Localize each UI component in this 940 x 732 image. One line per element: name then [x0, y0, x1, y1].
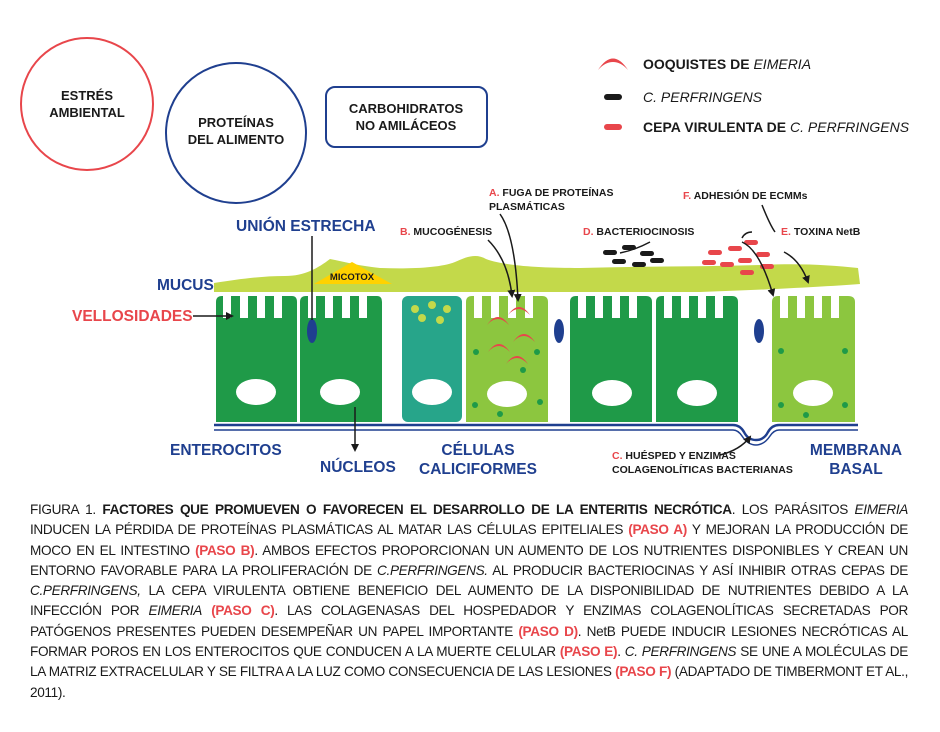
mycotox-triangle [314, 262, 392, 284]
carb-label-1: CARBOHIDRATOS [349, 101, 464, 116]
step-f-label: F. ADHESIÓN DE ECMMs [683, 189, 808, 202]
basal-membrane [214, 423, 858, 446]
step-c-label: C. HUÉSPED Y ENZIMAS [612, 449, 736, 462]
spot [520, 367, 526, 373]
spot [473, 349, 479, 355]
caption-step-c: (PASO C) [211, 603, 275, 619]
basal-label-2: BASAL [829, 461, 882, 478]
nucleus [793, 380, 833, 406]
oocyst-icon [513, 334, 535, 342]
oocyst-icon [488, 344, 510, 352]
legend-cperf: C. PERFRINGENS [643, 89, 763, 105]
step-a-label: A. FUGA DE PROTEÍNAS [489, 186, 613, 199]
enteritis-diagram: ESTRÉS AMBIENTAL PROTEÍNAS DEL ALIMENTO … [20, 37, 910, 478]
epithelial-cells [216, 296, 855, 422]
virulent-legend-icon [604, 124, 622, 130]
oocyst-icon [508, 307, 530, 315]
protein-label-1: PROTEÍNAS [198, 115, 274, 130]
spot [778, 402, 784, 408]
protein-label-2: DEL ALIMENTO [188, 132, 285, 147]
caption-step-e: (PASO E) [559, 644, 618, 660]
caption-step-a: (PASO A) [628, 522, 687, 538]
villi-label: VELLOSIDADES [72, 308, 193, 325]
nuclei-label: NÚCLEOS [320, 458, 396, 476]
enterocyte-cell [216, 296, 297, 422]
step-arrows [487, 204, 810, 456]
step-b-label: B. MUCOGÉNESIS [400, 225, 492, 238]
step-d-label: D. BACTERIOCINOSIS [583, 226, 694, 238]
goblet-label-2: CALICIFORMES [419, 461, 537, 478]
nucleus [487, 381, 527, 407]
spot [842, 402, 848, 408]
legend-virulent: CEPA VIRULENTA DE C. PERFRINGENS [643, 119, 910, 135]
caption-title: FACTORES QUE PROMUEVEN O FAVORECEN EL DE… [102, 502, 732, 517]
damaged-cell [772, 296, 855, 422]
spot [534, 349, 540, 355]
enterocyte-cell [656, 296, 738, 422]
step-c-label-2: COLAGENOLÍTICAS BACTERIANAS [612, 463, 793, 476]
stress-label-2: AMBIENTAL [49, 105, 125, 120]
step-e-label: E. TOXINA NetB [781, 226, 861, 238]
nucleus [592, 380, 632, 406]
stress-factor: ESTRÉS AMBIENTAL [20, 37, 154, 171]
mucus-granule [436, 316, 444, 324]
goblet-label-1: CÉLULAS [441, 442, 514, 459]
mucus-layer [214, 255, 860, 292]
caption-step-b: (PASO B) [195, 542, 255, 558]
cperf-legend-icon [604, 94, 622, 100]
nucleus [677, 380, 717, 406]
tight-junction-label: UNIÓN ESTRECHA [236, 217, 376, 235]
enterocyte-cell [570, 296, 652, 422]
oocyst-icon [506, 356, 528, 364]
mucus-granule [411, 305, 419, 313]
caption-step-d: (PASO D) [518, 623, 578, 639]
tight-junction [307, 319, 317, 343]
spot [803, 412, 809, 418]
mycotox-label: MICOTOX [330, 272, 375, 283]
spot [842, 348, 848, 354]
step-a-label-2: PLASMÁTICAS [489, 200, 565, 213]
damaged-cell [466, 296, 548, 422]
protein-factor: PROTEÍNAS DEL ALIMENTO [165, 62, 307, 204]
nucleus [412, 379, 452, 405]
tight-junction [554, 319, 564, 343]
mucus-granule [418, 314, 426, 322]
enterocytes-label: ENTEROCITOS [170, 442, 282, 459]
oocyst-icon [487, 317, 509, 325]
goblet-cell [402, 296, 462, 422]
bacteria-black [603, 245, 664, 267]
basal-label-1: MEMBRANA [810, 442, 902, 459]
legend-oocysts: OOQUISTES DE EIMERIA [643, 56, 811, 72]
mucus-label: MUCUS [157, 277, 214, 294]
caption-step-f: (PASO F) [615, 664, 672, 680]
mucus-granule [428, 301, 436, 309]
bacteria-red [702, 240, 774, 275]
spot [497, 411, 503, 417]
spot [778, 348, 784, 354]
caption-fig-label: FIGURA 1. [30, 502, 103, 517]
spot [472, 402, 478, 408]
stress-label-1: ESTRÉS [61, 88, 113, 103]
nucleus [236, 379, 276, 405]
carb-label-2: NO AMILÁCEOS [356, 118, 457, 133]
carbohydrate-factor: CARBOHIDRATOS NO AMILÁCEOS [325, 86, 488, 148]
legend: OOQUISTES DE EIMERIA C. PERFRINGENS CEPA… [598, 56, 910, 135]
tight-junction [754, 319, 764, 343]
figure-caption: FIGURA 1. FACTORES QUE PROMUEVEN O FAVOR… [30, 502, 909, 700]
nucleus [320, 379, 360, 405]
oocyst-legend-icon [598, 58, 628, 70]
spot [537, 399, 543, 405]
enterocyte-cell [300, 296, 382, 422]
mucus-granule [443, 305, 451, 313]
